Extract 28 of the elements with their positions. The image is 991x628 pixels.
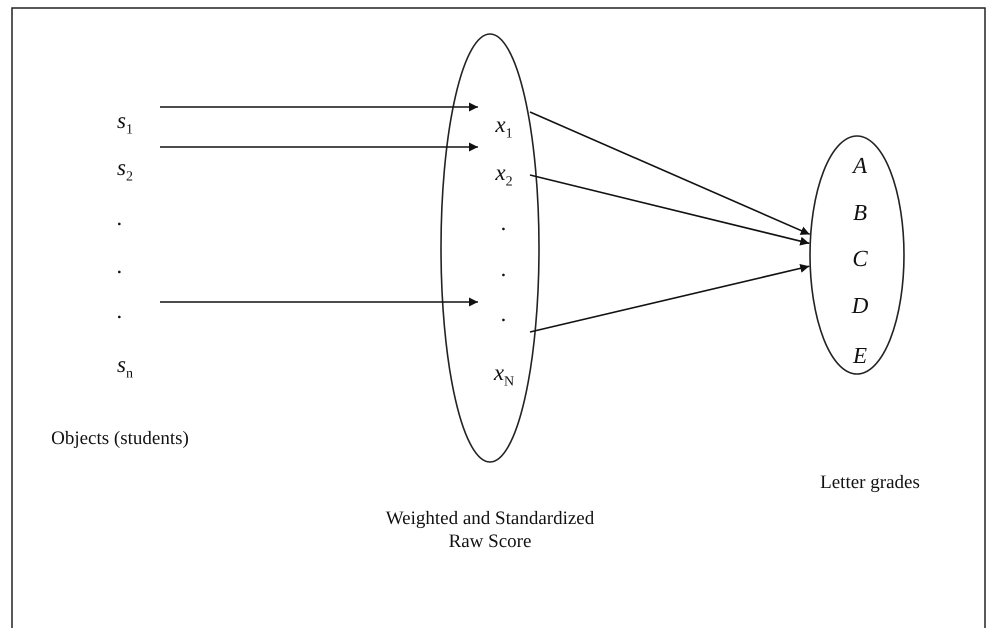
- arrow: [530, 174, 810, 246]
- math-symbol: s$_{1}$: [117, 109, 133, 138]
- math-symbol: x$_{N}$: [494, 360, 514, 390]
- math-symbol: B: [852, 200, 868, 224]
- axis-caption: Letter grades: [819, 472, 921, 495]
- math-symbol: .: [117, 206, 123, 228]
- math-symbol: .: [117, 254, 123, 276]
- math-symbol: D: [852, 294, 868, 316]
- math-symbol: E: [852, 344, 868, 366]
- arrow: [160, 102, 478, 112]
- axis-caption: Weighted and Standardized Raw Score: [384, 508, 596, 554]
- arrow: [160, 298, 478, 306]
- math-symbol: C: [852, 246, 868, 270]
- math-symbol: .: [501, 256, 507, 280]
- math-symbol: x$_{2}$: [495, 161, 513, 190]
- ellipse-outline: [440, 33, 540, 463]
- ellipse-outline: [809, 135, 905, 375]
- axis-caption: Objects (students): [50, 428, 190, 451]
- arrow: [160, 142, 478, 152]
- math-symbol: A: [852, 154, 868, 176]
- math-symbol: .: [501, 210, 507, 234]
- math-symbol: s$_{n}$: [117, 352, 133, 382]
- math-symbol: .: [117, 298, 123, 322]
- math-symbol: x$_{1}$: [495, 113, 513, 142]
- math-symbol: .: [501, 302, 507, 324]
- math-symbol: s$_{2}$: [117, 156, 133, 185]
- arrow: [530, 264, 810, 333]
- arrow: [530, 111, 810, 236]
